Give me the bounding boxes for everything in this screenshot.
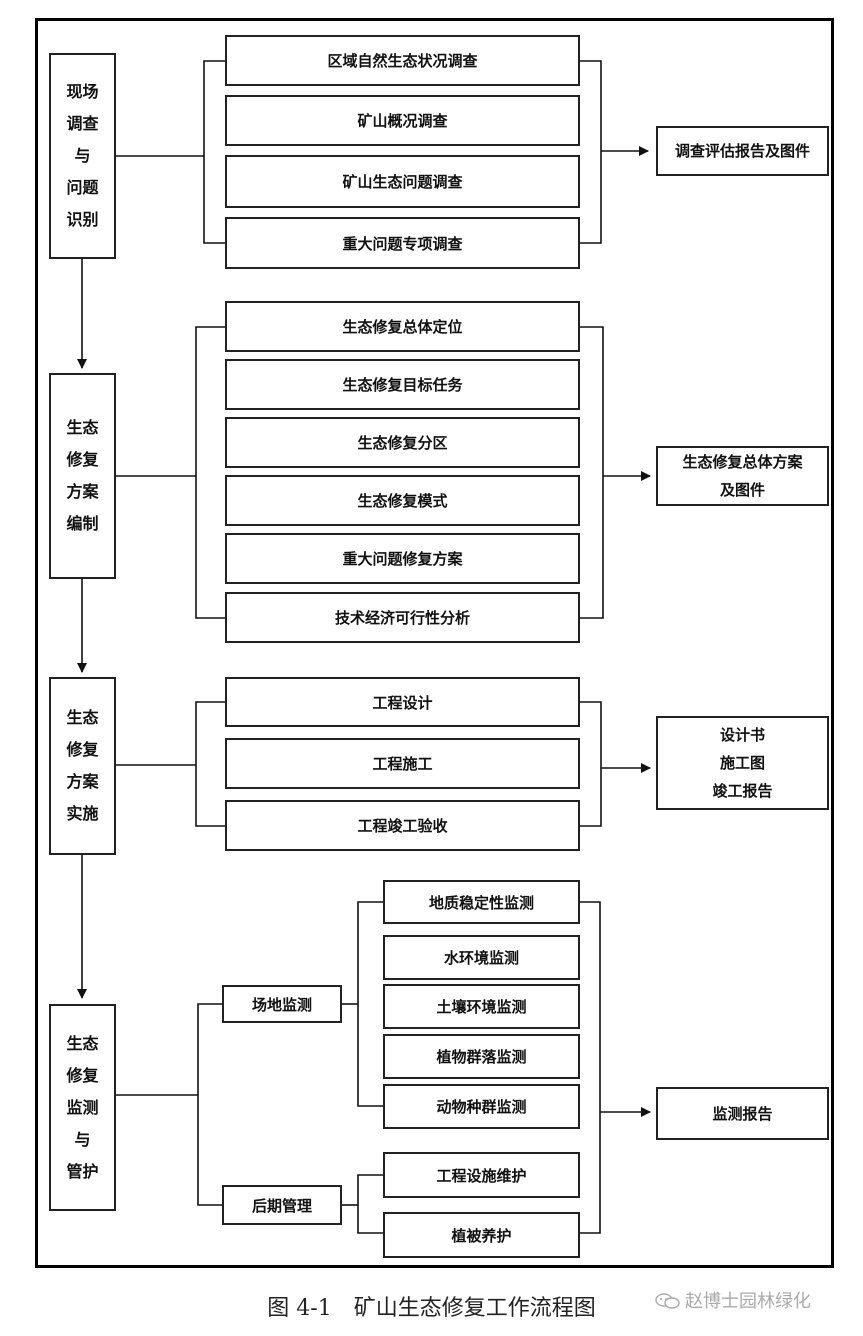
- site-monitoring-box: 植物群落监测: [383, 1034, 580, 1079]
- watermark: 赵博士园林绿化: [655, 1287, 811, 1313]
- watermark-text: 赵博士园林绿化: [685, 1291, 811, 1312]
- stage-box-survey: 现场 调查 与 问题 识别: [49, 53, 116, 259]
- plan-task-box: 生态修复模式: [225, 475, 580, 526]
- implementation-task-box: 工程设计: [225, 677, 580, 727]
- site-monitoring-box: 动物种群监测: [383, 1084, 580, 1129]
- stage-box-implementation: 生态 修复 方案 实施: [49, 677, 116, 855]
- later-management-box: 植被养护: [383, 1212, 580, 1258]
- plan-task-box: 生态修复目标任务: [225, 359, 580, 410]
- plan-task-box: 技术经济可行性分析: [225, 592, 580, 643]
- monitoring-category-site: 场地监测: [222, 985, 342, 1023]
- implementation-task-box: 工程竣工验收: [225, 800, 580, 851]
- stage-box-plan: 生态 修复 方案 编制: [49, 373, 116, 579]
- survey-task-box: 矿山概况调查: [225, 95, 580, 146]
- plan-task-box: 生态修复总体定位: [225, 301, 580, 352]
- output-box-survey-report: 调查评估报告及图件: [656, 126, 829, 176]
- survey-task-box: 重大问题专项调查: [225, 217, 580, 269]
- survey-task-box: 区域自然生态状况调查: [225, 35, 580, 86]
- survey-task-box: 矿山生态问题调查: [225, 155, 580, 208]
- site-monitoring-box: 土壤环境监测: [383, 984, 580, 1029]
- diagram-frame: [35, 18, 834, 1268]
- site-monitoring-box: 地质稳定性监测: [383, 880, 580, 924]
- output-box-implementation-docs: 设计书 施工图 竣工报告: [656, 716, 829, 810]
- output-box-plan-report: 生态修复总体方案 及图件: [656, 446, 829, 506]
- figure-caption: 图 4-1 矿山生态修复工作流程图: [267, 1296, 596, 1321]
- output-box-monitoring-report: 监测报告: [656, 1087, 829, 1140]
- wechat-icon: [655, 1293, 680, 1309]
- later-management-box: 工程设施维护: [383, 1152, 580, 1198]
- monitoring-category-later: 后期管理: [222, 1185, 342, 1225]
- plan-task-box: 生态修复分区: [225, 417, 580, 468]
- site-monitoring-box: 水环境监测: [383, 935, 580, 980]
- stage-box-monitoring: 生态 修复 监测 与 管护: [49, 1004, 116, 1211]
- plan-task-box: 重大问题修复方案: [225, 533, 580, 584]
- implementation-task-box: 工程施工: [225, 738, 580, 789]
